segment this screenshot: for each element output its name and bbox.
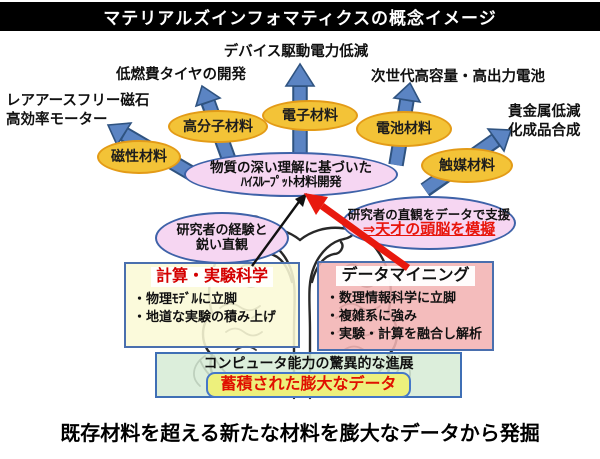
page-title: マテリアルズインフォマティクスの概念イメージ	[103, 9, 497, 28]
science-box-title: 計算・実験科学	[150, 267, 273, 287]
material-ellipse-polymer: 高分子材料	[168, 110, 268, 143]
intuition-line1: 研究者の経験と	[176, 222, 268, 238]
foundation-line: コンピュータ能力の驚異的な進展	[203, 355, 414, 371]
mining-bullet: ・実験・計算を融合し解析	[326, 325, 483, 341]
outcome-device-label: デバイス駆動電力低減	[223, 44, 369, 60]
material-ellipse-battery: 電池材料	[356, 111, 452, 147]
science-bullet: ・物理ﾓﾃﾞﾙに立脚	[133, 291, 238, 306]
outcome-magnet-line1: レアアースフリー磁石	[6, 93, 150, 109]
researcher-intuition-ellipse: 研究者の経験と 鋭い直観	[155, 212, 289, 264]
title-bar: マテリアルズインフォマティクスの概念イメージ	[0, 2, 600, 31]
outcome-next-battery-label: 次世代高容量・高出力電池	[371, 69, 545, 85]
central-goal-ellipse: 物質の深い理解に基づいた ﾊｲｽﾙｰﾌﾟｯﾄ材料開発	[184, 152, 398, 197]
outcome-tire-label: 低燃費タイヤの開発	[115, 67, 247, 83]
material-label: 磁性材料	[111, 148, 167, 165]
outcome-chemical-line2: 化成品合成	[508, 123, 581, 139]
material-label: 触媒材料	[439, 156, 495, 173]
outcome-magnet-label: レアアースフリー磁石 高効率モーター	[6, 92, 149, 130]
mining-bullet: ・数理情報科学に立脚	[326, 290, 457, 305]
material-label: 高分子材料	[183, 117, 253, 134]
material-ellipse-catalyst: 触媒材料	[421, 148, 513, 183]
intuition-line2: 鋭い直観	[195, 237, 248, 252]
outcome-magnet-line2: 高効率モーター	[6, 112, 108, 128]
mining-box-list: ・数理情報科学に立脚 ・複雑系に強み ・実験・計算を融合し解析	[319, 288, 492, 343]
support-line1: 研究者の直観をデータで支援	[347, 207, 511, 222]
data-mining-box: データマイニング ・数理情報科学に立脚 ・複雑系に強み ・実験・計算を融合し解析	[317, 261, 494, 351]
material-ellipse-electronic: 電子材料	[262, 100, 358, 131]
mining-bullet: ・複雑系に強み	[326, 307, 418, 323]
outcome-chemical-label: 貴金属低減 化成品合成	[508, 103, 581, 141]
science-box: 計算・実験科学 ・物理ﾓﾃﾞﾙに立脚 ・地道な実験の積み上げ	[124, 262, 300, 348]
accumulated-data-pill: 蓄積された膨大なデータ	[206, 372, 411, 398]
material-label: 電池材料	[376, 120, 432, 137]
data-support-ellipse: 研究者の直観をデータで支援 ⇒天才の頭脳を模擬	[342, 196, 516, 250]
central-goal-line1: 物質の深い理解に基づいた	[210, 159, 372, 175]
science-box-list: ・物理ﾓﾃﾞﾙに立脚 ・地道な実験の積み上げ	[126, 289, 298, 326]
material-ellipse-magnetic: 磁性材料	[97, 140, 181, 174]
support-line2: ⇒天才の頭脳を模擬	[362, 220, 496, 238]
foundation-box: コンピュータ能力の驚異的な進展 蓄積された膨大なデータ	[155, 352, 462, 398]
mining-box-title: データマイニング	[336, 266, 475, 286]
material-label: 電子材料	[282, 106, 338, 123]
central-goal-line2: ﾊｲｽﾙｰﾌﾟｯﾄ材料開発	[240, 175, 342, 190]
science-bullet: ・地道な実験の積み上げ	[133, 308, 277, 324]
bottom-caption: 既存材料を超える新たな材料を膨大なデータから発掘	[60, 423, 540, 445]
outcome-chemical-line1: 貴金属低減	[508, 104, 581, 120]
